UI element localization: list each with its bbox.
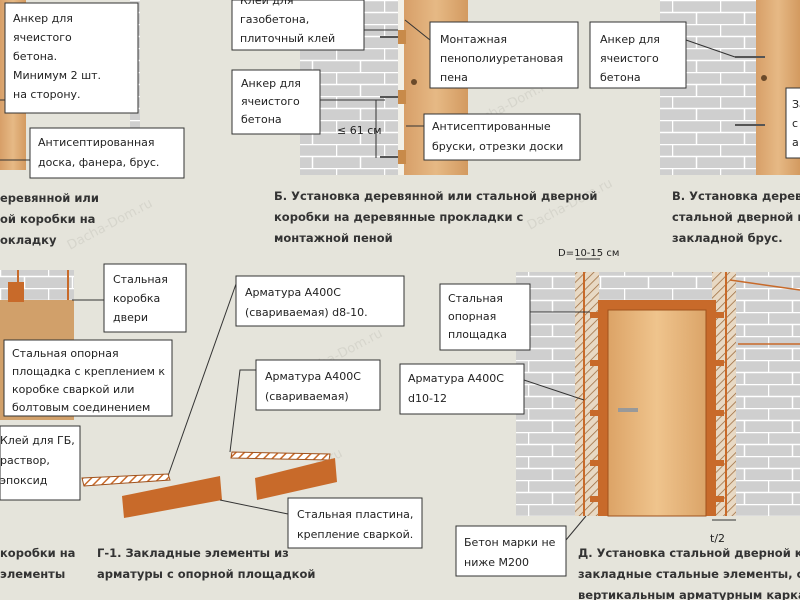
d-concrete-callout: [455, 525, 567, 577]
b-foam-callout: [429, 21, 579, 89]
a-board-callout: [29, 127, 185, 179]
d-door-handle-icon: [618, 408, 638, 412]
v-anchor-callout: [589, 21, 687, 89]
g-steel-plate-right: [255, 458, 337, 500]
b-glue-layer: [398, 0, 404, 175]
g-rebar-left: [81, 473, 171, 487]
d-steel-tabs: [590, 312, 724, 502]
d-rebar-callout: [399, 363, 525, 415]
d-right-markers: [729, 279, 800, 345]
b-anchor-callout: [231, 69, 321, 135]
v-screw-icon: [761, 75, 767, 81]
b-bars-callout: [423, 113, 581, 161]
d-dim-label: D=10-15 см: [558, 248, 619, 259]
g-rebar2-text: Арматура А400С(свариваемая): [265, 370, 361, 403]
watermark-text: Dacha-Dom.ru: [525, 176, 615, 234]
g-plate-callout: [287, 497, 423, 549]
v-right-callout: [785, 87, 800, 159]
g-platform-callout: [3, 339, 173, 417]
g-rebar1-callout: [235, 275, 405, 327]
g-rebar1-text: Арматура А400С(свариваемая) d8-10.: [245, 286, 368, 319]
d-platform-callout: [439, 283, 531, 351]
g-plate-text: Стальная пластина,крепление сваркой.: [297, 508, 413, 541]
v-anchors: [735, 56, 765, 126]
g-steel-profile: [8, 282, 24, 302]
b-spacers: [398, 30, 406, 164]
g-rebar2-callout: [255, 359, 381, 411]
b-screw-icon: [411, 79, 417, 85]
g-rebar-right: [230, 451, 331, 461]
d-door-leaf[interactable]: [607, 309, 707, 517]
a-anchor-callout: [4, 2, 139, 114]
g-steel-plate-left: [122, 476, 222, 518]
g-steelframe-callout: [103, 263, 187, 333]
v-right-text: Заса: [792, 98, 800, 149]
b-caption: Б. Установка деревянной или стальной две…: [274, 189, 597, 245]
b-glue-callout: [231, 0, 365, 51]
d-half-label: t/2: [710, 532, 725, 545]
d-column-left: [575, 272, 599, 516]
b-spacing-label: ≤ 61 см: [337, 124, 382, 137]
g-glue-callout: [0, 425, 81, 501]
g-glue-text: Клей для ГБ,раствор,эпоксид: [0, 434, 75, 487]
